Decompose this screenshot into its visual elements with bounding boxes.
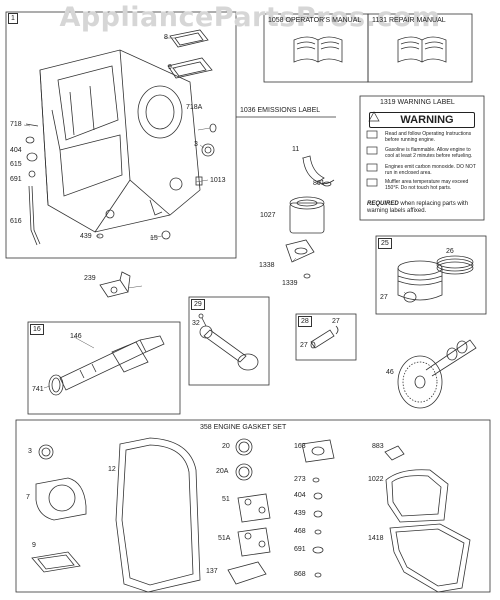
gasket-label-1022[interactable]: 1022	[368, 476, 384, 483]
gasket-label-137[interactable]: 137	[206, 568, 218, 575]
part-label-27-pin-a[interactable]: 27	[332, 318, 340, 325]
part-label-404[interactable]: 404	[10, 147, 22, 154]
warning-required-note: REQUIRED when replacing parts with warni…	[367, 201, 469, 214]
owners-manual-title: 1058 OPERATOR'S MANUAL	[268, 17, 362, 24]
part-label-801[interactable]: 801	[313, 180, 325, 187]
connecting-rod-drawing	[198, 313, 259, 371]
breather-and-filter-parts	[285, 155, 335, 279]
part-label-15[interactable]: 15	[150, 235, 158, 242]
part-label-32[interactable]: 32	[192, 320, 200, 327]
connecting-rod-box	[188, 296, 270, 386]
gasket-label-439[interactable]: 439	[294, 510, 306, 517]
warning-row-1: Read and follow Operating Instructions b…	[385, 131, 472, 143]
block-box-number: 1	[8, 13, 18, 24]
part-label-718[interactable]: 718	[10, 121, 22, 128]
warning-row-3: Engines emit carbon monoxide. DO NOT run…	[385, 164, 476, 176]
connecting-rod-box-number: 29	[191, 299, 205, 310]
part-label-615[interactable]: 615	[10, 161, 22, 168]
warning-label-box	[359, 95, 485, 221]
block-box	[5, 11, 237, 259]
part-label-1338[interactable]: 1338	[259, 262, 275, 269]
warning-label-card: WARNING Read and follow Operating Instru…	[363, 110, 481, 218]
part-label-8[interactable]: 8	[164, 34, 168, 41]
warning-row-2: Gasoline is flammable. Allow engine to c…	[385, 147, 473, 159]
piston-pin-box-number: 28	[298, 316, 312, 327]
leader-lines	[23, 37, 407, 389]
camshaft-drawing	[397, 339, 477, 409]
emissions-label-title: 1036 EMISSIONS LABEL	[240, 107, 321, 114]
gasket-label-868[interactable]: 868	[294, 571, 306, 578]
gasket-label-883[interactable]: 883	[372, 443, 384, 450]
gasket-label-51[interactable]: 51	[222, 496, 230, 503]
gasket-label-20a[interactable]: 20A	[216, 468, 229, 475]
part-label-439[interactable]: 439	[80, 233, 92, 240]
block-small-parts	[25, 29, 217, 246]
part-label-46[interactable]: 46	[386, 369, 394, 376]
warning-label-title: 1319 WARNING LABEL	[380, 99, 455, 106]
gasket-label-3[interactable]: 3	[28, 448, 32, 455]
part-label-741[interactable]: 741	[32, 386, 44, 393]
repair-manual-title: 1131 REPAIR MANUAL	[372, 17, 446, 24]
operators-manual-book-icon	[293, 36, 343, 63]
gasket-label-273[interactable]: 273	[294, 476, 306, 483]
part-label-1027[interactable]: 1027	[260, 212, 276, 219]
part-label-718a[interactable]: 718A	[186, 104, 203, 111]
gasket-label-468[interactable]: 468	[294, 528, 306, 535]
crankshaft-box-number: 16	[30, 324, 44, 335]
part-label-1013[interactable]: 1013	[210, 177, 226, 184]
piston-pin-box	[295, 313, 357, 361]
repair-manual-box	[367, 13, 473, 83]
part-label-27-piston[interactable]: 27	[380, 294, 388, 301]
gasket-label-1418[interactable]: 1418	[368, 535, 384, 542]
gasket-set-box	[15, 419, 491, 593]
piston-box	[375, 235, 487, 315]
part-label-3[interactable]: 3	[194, 141, 198, 148]
gasket-label-7[interactable]: 7	[26, 494, 30, 501]
part-label-146[interactable]: 146	[70, 333, 82, 340]
gasket-label-691[interactable]: 691	[294, 546, 306, 553]
part-label-1339[interactable]: 1339	[282, 280, 298, 287]
piston-box-number: 25	[378, 238, 392, 249]
repair-manual-book-icon	[397, 36, 447, 63]
part-label-239[interactable]: 239	[84, 275, 96, 282]
gasket-set-title: 358 ENGINE GASKET SET	[200, 424, 287, 431]
crankshaft-box	[27, 321, 181, 415]
gasket-label-9[interactable]: 9	[32, 542, 36, 549]
part-label-616[interactable]: 616	[10, 218, 22, 225]
cylinder-block-drawing	[39, 49, 201, 233]
gasket-label-20[interactable]: 20	[222, 443, 230, 450]
gasket-set-drawings	[31, 437, 471, 593]
crankshaft-drawing	[48, 335, 165, 396]
part-label-27-pin-b[interactable]: 27	[300, 342, 308, 349]
gasket-label-51a[interactable]: 51A	[218, 535, 231, 542]
piston-drawing	[397, 255, 474, 303]
part-label-26[interactable]: 26	[446, 248, 454, 255]
gasket-label-404[interactable]: 404	[294, 492, 306, 499]
warning-pictograms	[366, 111, 380, 187]
gasket-label-163[interactable]: 163	[294, 443, 306, 450]
warning-heading: WARNING	[369, 112, 475, 128]
part-label-691[interactable]: 691	[10, 176, 22, 183]
piston-pin-drawing	[310, 325, 339, 349]
part-label-9[interactable]: 9	[168, 64, 172, 71]
governor-part-drawing	[99, 271, 131, 298]
part-label-11[interactable]: 11	[292, 146, 300, 153]
warning-row-4: Muffler area temperature may exceed 150°…	[385, 179, 469, 191]
gasket-label-12[interactable]: 12	[108, 466, 116, 473]
